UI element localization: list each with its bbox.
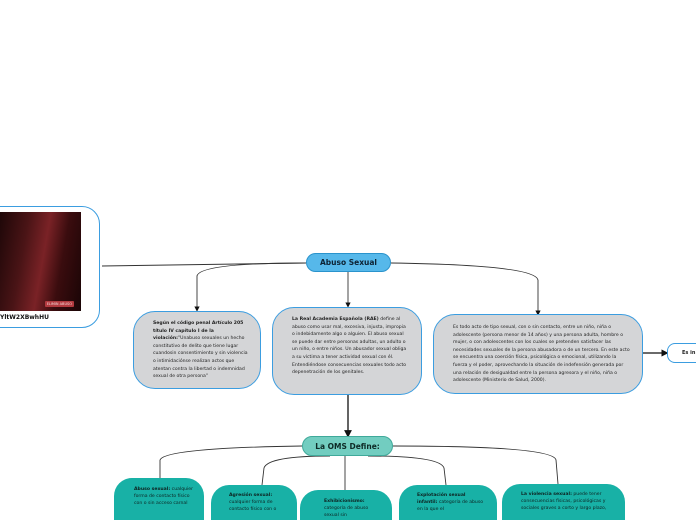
legal-definition-text: "Unabuso sexuales un hecho constitutivo … — [153, 336, 248, 380]
rae-definition-bold: La Real Academia Española (RAE) — [292, 317, 379, 322]
embedded-photo: ELIMIN ABUSO — [0, 212, 81, 311]
child-violencia-sexual-bold: La violencia sexual: — [521, 492, 572, 497]
image-node[interactable]: ELIMIN ABUSO YltW2XBwhHU — [0, 206, 100, 328]
image-caption: YltW2XBwhHU — [0, 314, 49, 321]
link-oms-child2 — [261, 455, 331, 486]
child-explotacion-sexual-text: categoría de abuso en la que el — [417, 500, 484, 513]
rae-definition-text: define al abuso como usar mal, excesiva,… — [292, 317, 407, 376]
child-exhibicionismo[interactable]: Exhibicionismo: categoría de abuso sexua… — [300, 490, 392, 520]
link-oms-child4 — [367, 455, 447, 486]
link-oms-child1 — [159, 445, 303, 478]
child-explotacion-sexual-bold: Explotación sexual infantil: — [417, 493, 466, 506]
child-agresion-sexual-bold: Agresión sexual: — [229, 493, 273, 498]
child-explotacion-sexual[interactable]: Explotación sexual infantil: categoría d… — [399, 485, 497, 520]
far-right-node[interactable]: Es in — [667, 343, 696, 363]
minsalud-definition-text: Es todo acto de tipo sexual, con o sin c… — [453, 325, 630, 384]
child-abuso-sexual[interactable]: Abuso sexual: cualquier forma de contact… — [114, 478, 204, 520]
child-violencia-sexual-text: puede tener consecuencias físicas, psico… — [521, 492, 607, 512]
child-abuso-sexual-text: cualquier forma de contacto físico con o… — [134, 487, 194, 507]
rae-definition-box[interactable]: La Real Academia Española (RAE) define a… — [272, 307, 422, 395]
root-node[interactable]: Abuso Sexual — [306, 253, 391, 272]
link-root-left — [194, 262, 307, 312]
child-agresion-sexual[interactable]: Agresión sexual: cualquier forma de cont… — [211, 485, 297, 520]
child-exhibicionismo-text: categoría de abuso sexual sin — [324, 506, 369, 519]
child-violencia-sexual[interactable]: La violencia sexual: puede tener consecu… — [502, 484, 625, 520]
link-oms-child5 — [392, 445, 559, 485]
legal-definition-box[interactable]: Según el código penal Artículo 205 títul… — [133, 311, 261, 389]
legal-definition-bold: Según el código penal Artículo 205 títul… — [153, 321, 244, 342]
minsalud-definition-box[interactable]: Es todo acto de tipo sexual, con o sin c… — [433, 314, 643, 394]
child-exhibicionismo-bold: Exhibicionismo: — [324, 499, 365, 504]
oms-node[interactable]: La OMS Define: — [302, 436, 393, 456]
child-agresion-sexual-text: cualquier forma de contacto físico con o — [229, 500, 277, 513]
photo-badge: ELIMIN ABUSO — [44, 301, 74, 307]
child-abuso-sexual-bold: Abuso sexual: — [134, 487, 171, 492]
link-root-right — [390, 262, 541, 316]
